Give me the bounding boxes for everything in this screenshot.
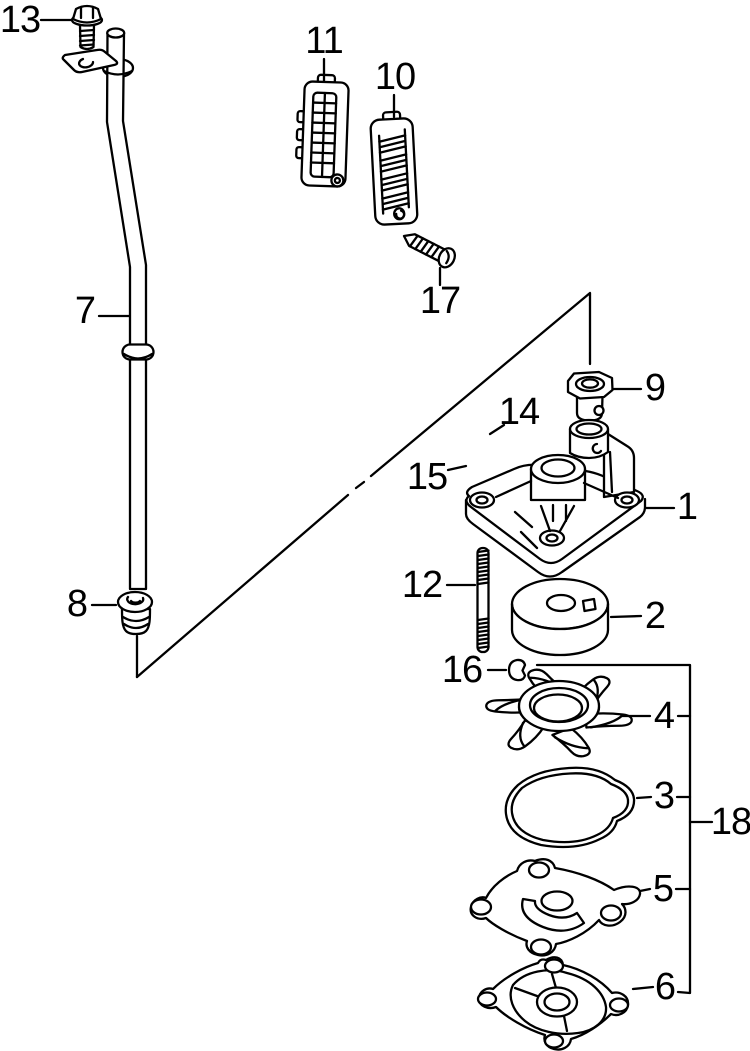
part-label-14: 14 [498,391,540,433]
part-label-18: 18 [710,801,750,843]
part-label-7: 7 [74,290,96,332]
part-label-2: 2 [644,595,666,637]
woodruff-key-16 [507,658,527,682]
stud-12 [476,546,490,654]
part-label-1: 1 [676,486,698,528]
part-label-15: 15 [406,456,448,498]
screw-17 [402,233,456,269]
bolt-13 [70,4,104,51]
shift-rod-7 [101,27,155,591]
seal-3 [504,766,636,849]
kit-bracket-18 [535,663,714,995]
leader-lines [39,18,692,991]
part-label-10: 10 [374,56,416,98]
rod-clamp-bracket [61,48,134,76]
part-label-16: 16 [441,649,483,691]
spacer-ring-2 [510,577,610,657]
tube-seal-9 [566,370,614,422]
intake-grate-11 [295,73,350,188]
part-label-11: 11 [305,20,343,62]
part-label-6: 6 [654,966,676,1008]
part-label-9: 9 [644,367,666,409]
rod-joint-collar [121,343,155,361]
part-label-3: 3 [653,775,675,817]
grommet-8 [116,590,154,636]
part-label-17: 17 [419,280,461,322]
part-label-12: 12 [401,564,443,606]
part-label-5: 5 [652,868,674,910]
gasket-6 [476,956,630,1051]
gasket-5 [469,858,642,957]
intake-grate-10 [369,110,419,226]
part-label-8: 8 [66,583,88,625]
part-label-4: 4 [653,695,675,737]
pump-case-1 [464,418,647,578]
impeller-4 [481,666,637,760]
assembly-reference-line [135,291,592,679]
part-label-13: 13 [0,0,41,41]
